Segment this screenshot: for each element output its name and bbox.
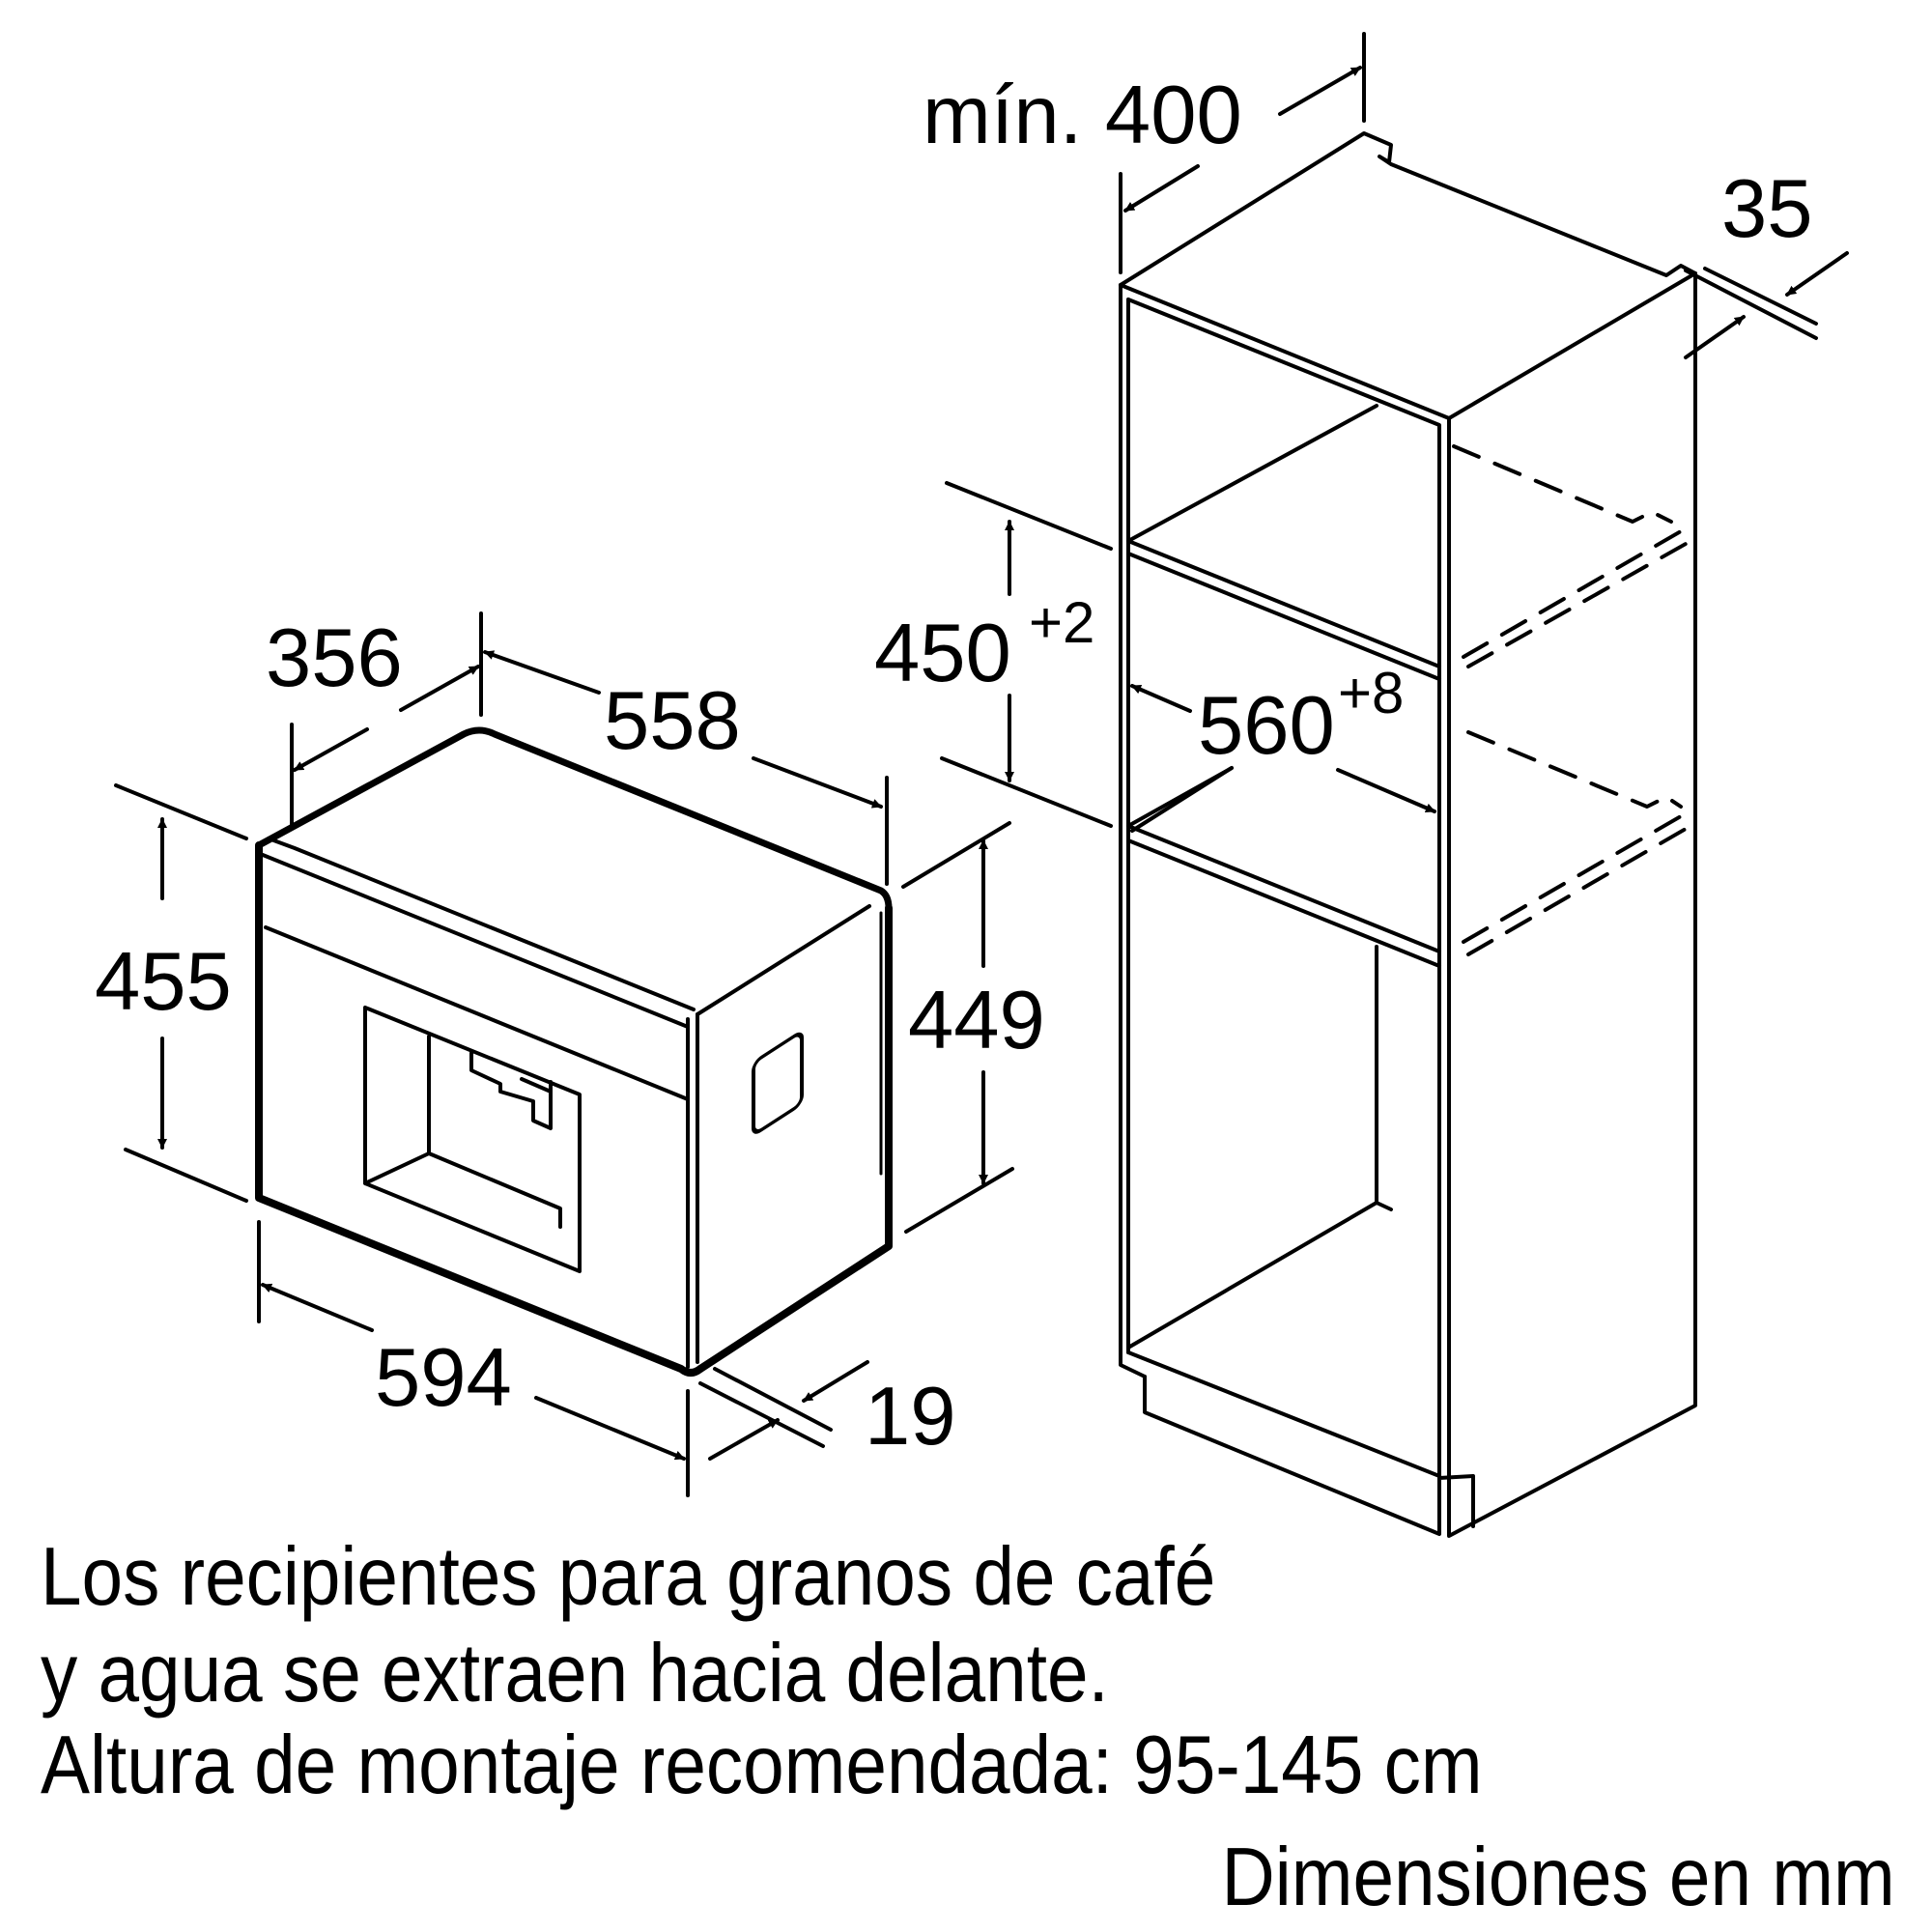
dim-449-label: 449 bbox=[908, 975, 1045, 1066]
note-line-3: Altura de montaje recomendada: 95-145 cm bbox=[41, 1719, 1483, 1811]
cabinet-drawing bbox=[1119, 131, 1697, 1538]
dim-594-label: 594 bbox=[375, 1332, 512, 1424]
cabinet-dimensions: mín. 400 35 450 +2 560 +8 bbox=[874, 32, 1849, 833]
dim-560-label: 560 bbox=[1198, 680, 1335, 772]
appliance-dimensions: 356 558 455 449 594 19 bbox=[95, 611, 1045, 1497]
note-line-2: y agua se extraen hacia delante. bbox=[41, 1628, 1109, 1719]
dim-min-400-label: mín. 400 bbox=[923, 70, 1242, 161]
dim-356-label: 356 bbox=[266, 612, 403, 704]
dim-35-label: 35 bbox=[1721, 163, 1813, 255]
note-line-1: Los recipientes para granos de café bbox=[41, 1531, 1216, 1623]
dim-558-label: 558 bbox=[604, 675, 741, 767]
dim-450-label: 450 bbox=[874, 608, 1011, 699]
dim-560-tolerance: +8 bbox=[1338, 661, 1404, 725]
dim-19-label: 19 bbox=[865, 1371, 956, 1463]
dim-455-label: 455 bbox=[95, 936, 232, 1028]
units-note: Dimensiones en mm bbox=[1221, 1832, 1895, 1923]
dim-450-tolerance: +2 bbox=[1029, 590, 1094, 655]
coffee-machine-drawing bbox=[255, 726, 893, 1377]
